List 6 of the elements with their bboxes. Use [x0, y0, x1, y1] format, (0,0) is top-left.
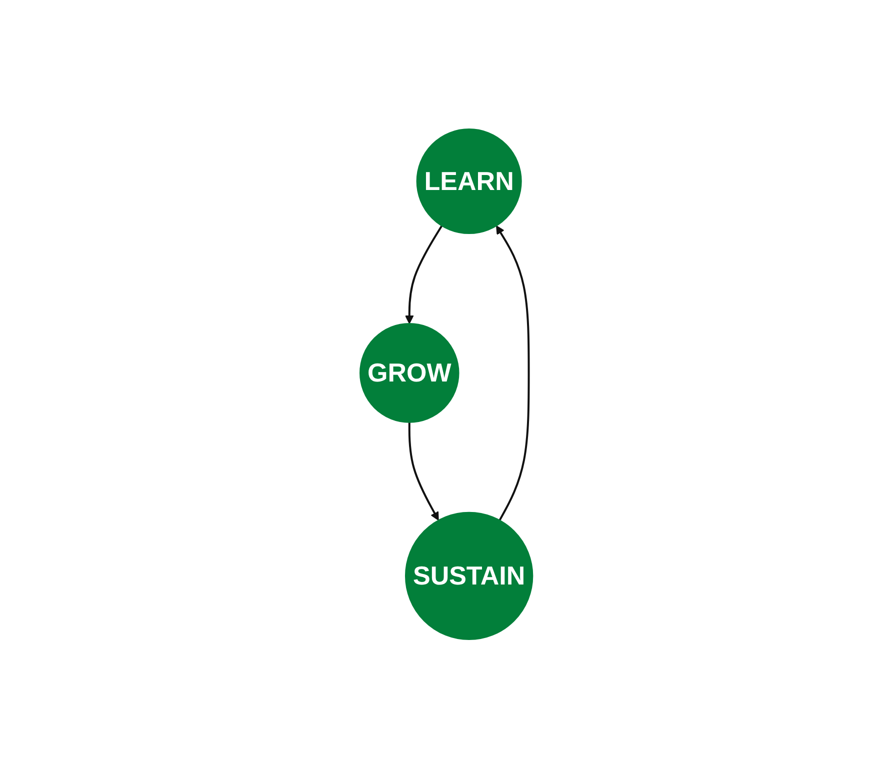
- node-circle: LEARN: [416, 128, 522, 234]
- node-circle: GROW: [359, 323, 459, 424]
- arrow: [496, 226, 530, 521]
- arrow: [404, 226, 442, 324]
- arrow: [408, 422, 438, 521]
- node-circle: SUSTAIN: [404, 512, 533, 640]
